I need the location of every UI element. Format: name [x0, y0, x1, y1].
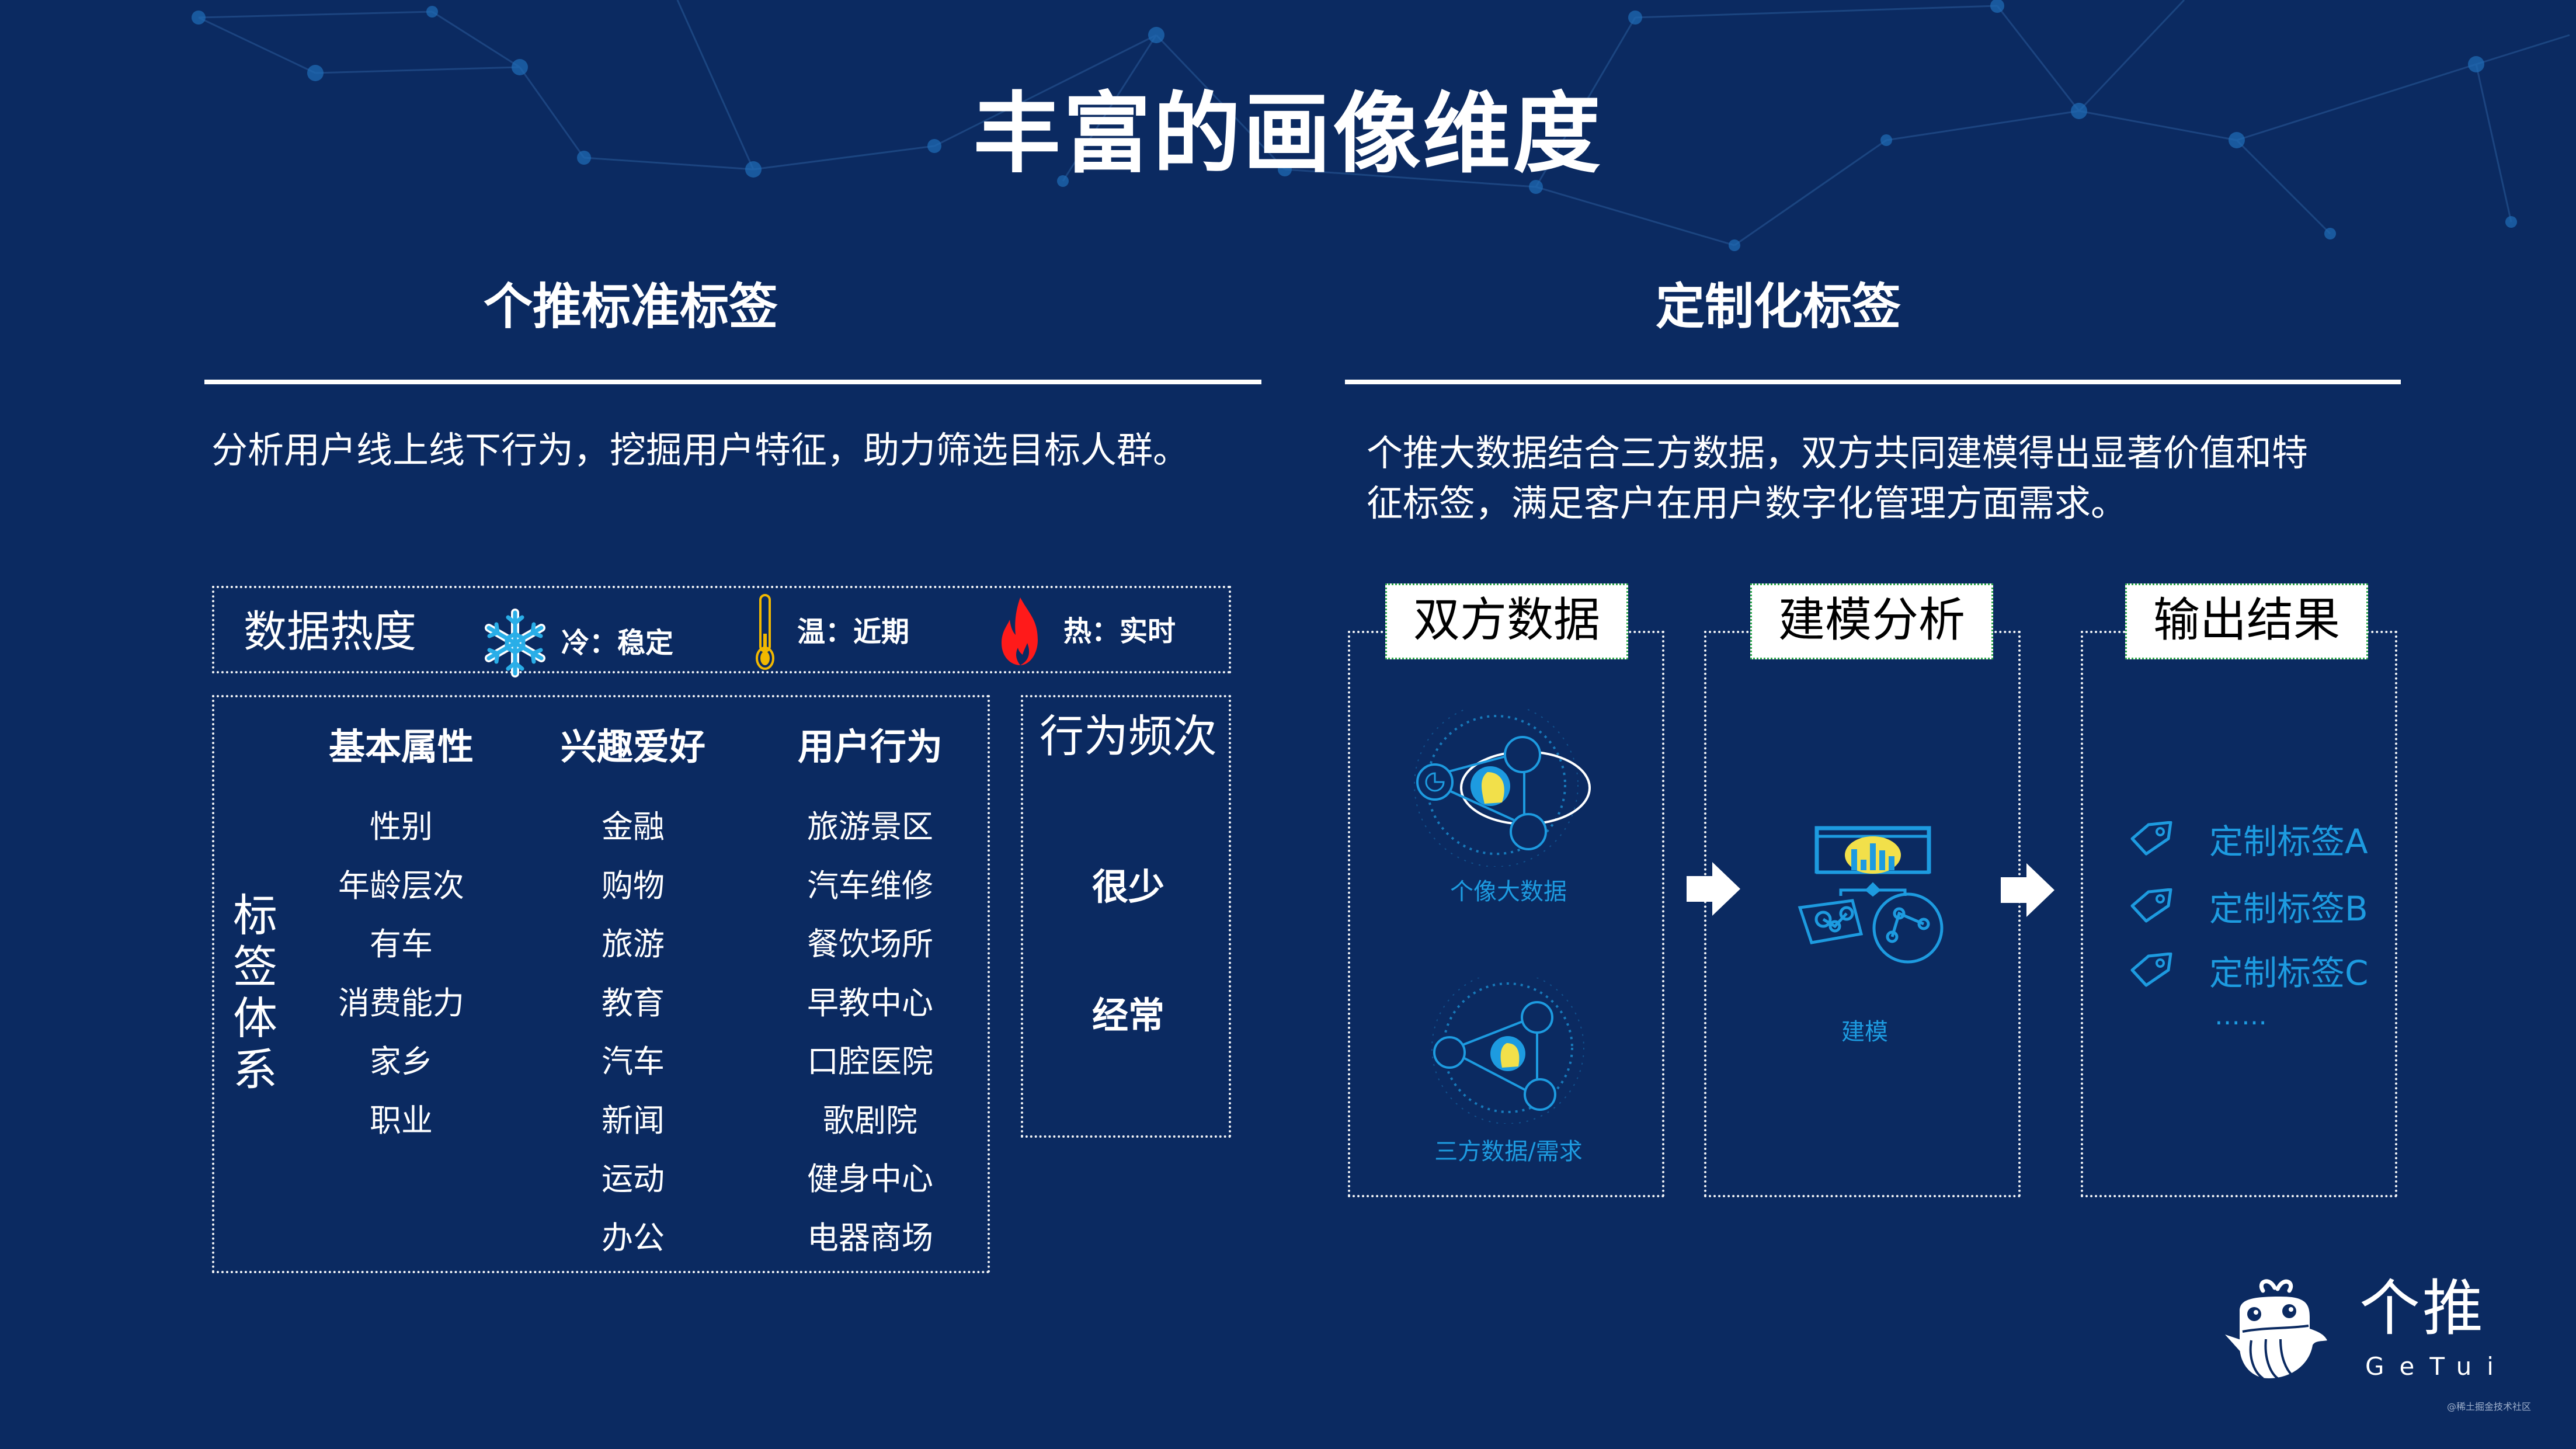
modeling-analytics-icon	[1798, 826, 1944, 964]
tag-item: 运动	[602, 1160, 665, 1197]
tag-item: 口腔医院	[807, 1043, 933, 1080]
heat-cold-text: 冷：稳定	[561, 627, 674, 659]
tag-item: 汽车维修	[807, 867, 933, 904]
tag-item: 新闻	[602, 1101, 665, 1139]
tag-icon	[2130, 888, 2172, 923]
brand-name-en: GeTui	[2365, 1352, 2509, 1381]
stage-label: 建模分析	[1750, 583, 1993, 659]
left-divider	[204, 380, 1261, 384]
tag-icon	[2130, 821, 2172, 856]
tag-item: 性别	[370, 808, 433, 845]
heat-item-cold: 冷：稳定	[483, 608, 673, 678]
right-divider	[1345, 380, 2401, 384]
tag-item: 购物	[602, 867, 665, 904]
custom-tag-b: 定制标签B	[2130, 881, 2368, 930]
data-heat-label: 数据热度	[244, 607, 416, 657]
page-title: 丰富的画像维度	[973, 84, 1603, 185]
right-description: 个推大数据结合三方数据，双方共同建模得出显著价值和特 征标签，满足客户在用户数字…	[1367, 428, 2406, 529]
heat-warm-text: 温：近期	[797, 616, 910, 648]
description-line: 个推大数据结合三方数据，双方共同建模得出显著价值和特	[1367, 432, 2309, 474]
left-description: 分析用户线上线下行为，挖掘用户特征，助力筛选目标人群。	[211, 429, 1190, 471]
custom-tag-a: 定制标签A	[2130, 814, 2368, 863]
vertical-char: 签	[233, 941, 277, 993]
heat-item-hot: 热：实时	[997, 596, 1176, 666]
custom-tag-label: 定制标签C	[2209, 953, 2369, 993]
column-header: 兴趣爱好	[560, 725, 705, 768]
column-interests: 兴趣爱好 金融 购物 旅游 教育 汽车 新闻 运动 办公	[516, 721, 750, 1267]
right-section-heading: 定制化标签	[1655, 278, 1901, 335]
tag-item: 旅游	[602, 926, 665, 962]
vertical-char: 标	[233, 889, 277, 941]
heat-hot-text: 热：实时	[1063, 615, 1176, 648]
third-party-data-caption: 三方数据/需求	[1434, 1138, 1583, 1165]
custom-tag-label: 定制标签A	[2209, 822, 2368, 861]
column-basic-attributes: 基本属性 性别 年龄层次 有车 消费能力 家乡 职业	[284, 721, 518, 1150]
tag-item: 年龄层次	[338, 867, 464, 904]
tag-item: 健身中心	[807, 1160, 933, 1197]
frequency-rarely: 很少	[1091, 866, 1164, 908]
watermark: @稀土掘金技术社区	[2447, 1401, 2532, 1412]
getui-whale-logo	[2225, 1279, 2327, 1379]
tag-system-vertical-label: 标 签 体 系	[232, 890, 279, 1096]
vertical-char: 体	[233, 992, 277, 1044]
tag-item: 电器商场	[807, 1219, 933, 1256]
custom-tag-c: 定制标签C	[2130, 946, 2369, 995]
stage-output: 输出结果 定制标签A 定制标签B 定制标签C ……	[2081, 583, 2397, 1197]
frequency-often: 经常	[1091, 994, 1164, 1037]
modeling-caption: 建模	[1841, 1019, 1888, 1045]
behavior-frequency-panel: 行为频次 很少 经常	[1021, 695, 1231, 1138]
portrait-data-caption: 个像大数据	[1450, 878, 1567, 905]
stage-both-data: 双方数据 个像大数据 三方数据/需求	[1348, 583, 1664, 1197]
tag-item: 餐饮场所	[807, 926, 933, 962]
frequency-title: 行为频次	[1040, 710, 1217, 762]
flame-icon	[1002, 597, 1038, 665]
tag-item: 办公	[602, 1219, 665, 1256]
snowflake-icon	[485, 609, 545, 677]
stage-label: 双方数据	[1385, 583, 1628, 659]
portrait-data-network-icon	[1414, 709, 1591, 867]
tag-item: 歌剧院	[823, 1101, 917, 1139]
tag-item: 家乡	[370, 1043, 433, 1080]
stage-modeling: 建模分析 建模	[1704, 583, 2021, 1197]
tag-item: 旅游景区	[807, 808, 933, 845]
heat-item-warm: 温：近期	[750, 593, 909, 671]
tag-item: 金融	[602, 808, 665, 845]
brand-name-cn: 个推	[2359, 1273, 2486, 1344]
arrow-right-icon	[2001, 863, 2054, 917]
stage-label: 输出结果	[2125, 583, 2368, 659]
tag-item: 有车	[370, 926, 433, 962]
vertical-char: 系	[233, 1044, 277, 1096]
column-header: 基本属性	[328, 725, 474, 768]
thermometer-icon	[756, 594, 774, 670]
tag-item: 职业	[370, 1101, 433, 1139]
custom-tag-label: 定制标签B	[2209, 889, 2368, 929]
tag-system-panel: 标 签 体 系 基本属性 性别 年龄层次 有车 消费能力 家乡 职业 兴趣爱好 …	[212, 695, 990, 1273]
data-heat-panel: 数据热度 冷：稳定 温：近期 热	[212, 586, 1231, 677]
more-ellipsis: ……	[2215, 1001, 2268, 1031]
column-user-behavior: 用户行为 旅游景区 汽车维修 餐饮场所 早教中心 口腔医院 歌剧院 健身中心 电…	[753, 721, 987, 1267]
left-section-heading: 个推标准标签	[483, 278, 778, 335]
third-party-data-network-icon	[1431, 978, 1584, 1124]
tag-item: 早教中心	[807, 984, 933, 1021]
tag-icon	[2130, 953, 2172, 987]
arrow-right-icon	[1687, 862, 1740, 916]
tag-item: 消费能力	[338, 984, 464, 1021]
tag-item: 汽车	[602, 1043, 665, 1080]
network-background	[192, 0, 2570, 251]
column-header: 用户行为	[797, 725, 943, 768]
description-line: 征标签，满足客户在用户数字化管理方面需求。	[1367, 482, 2127, 524]
tag-item: 教育	[602, 984, 665, 1021]
